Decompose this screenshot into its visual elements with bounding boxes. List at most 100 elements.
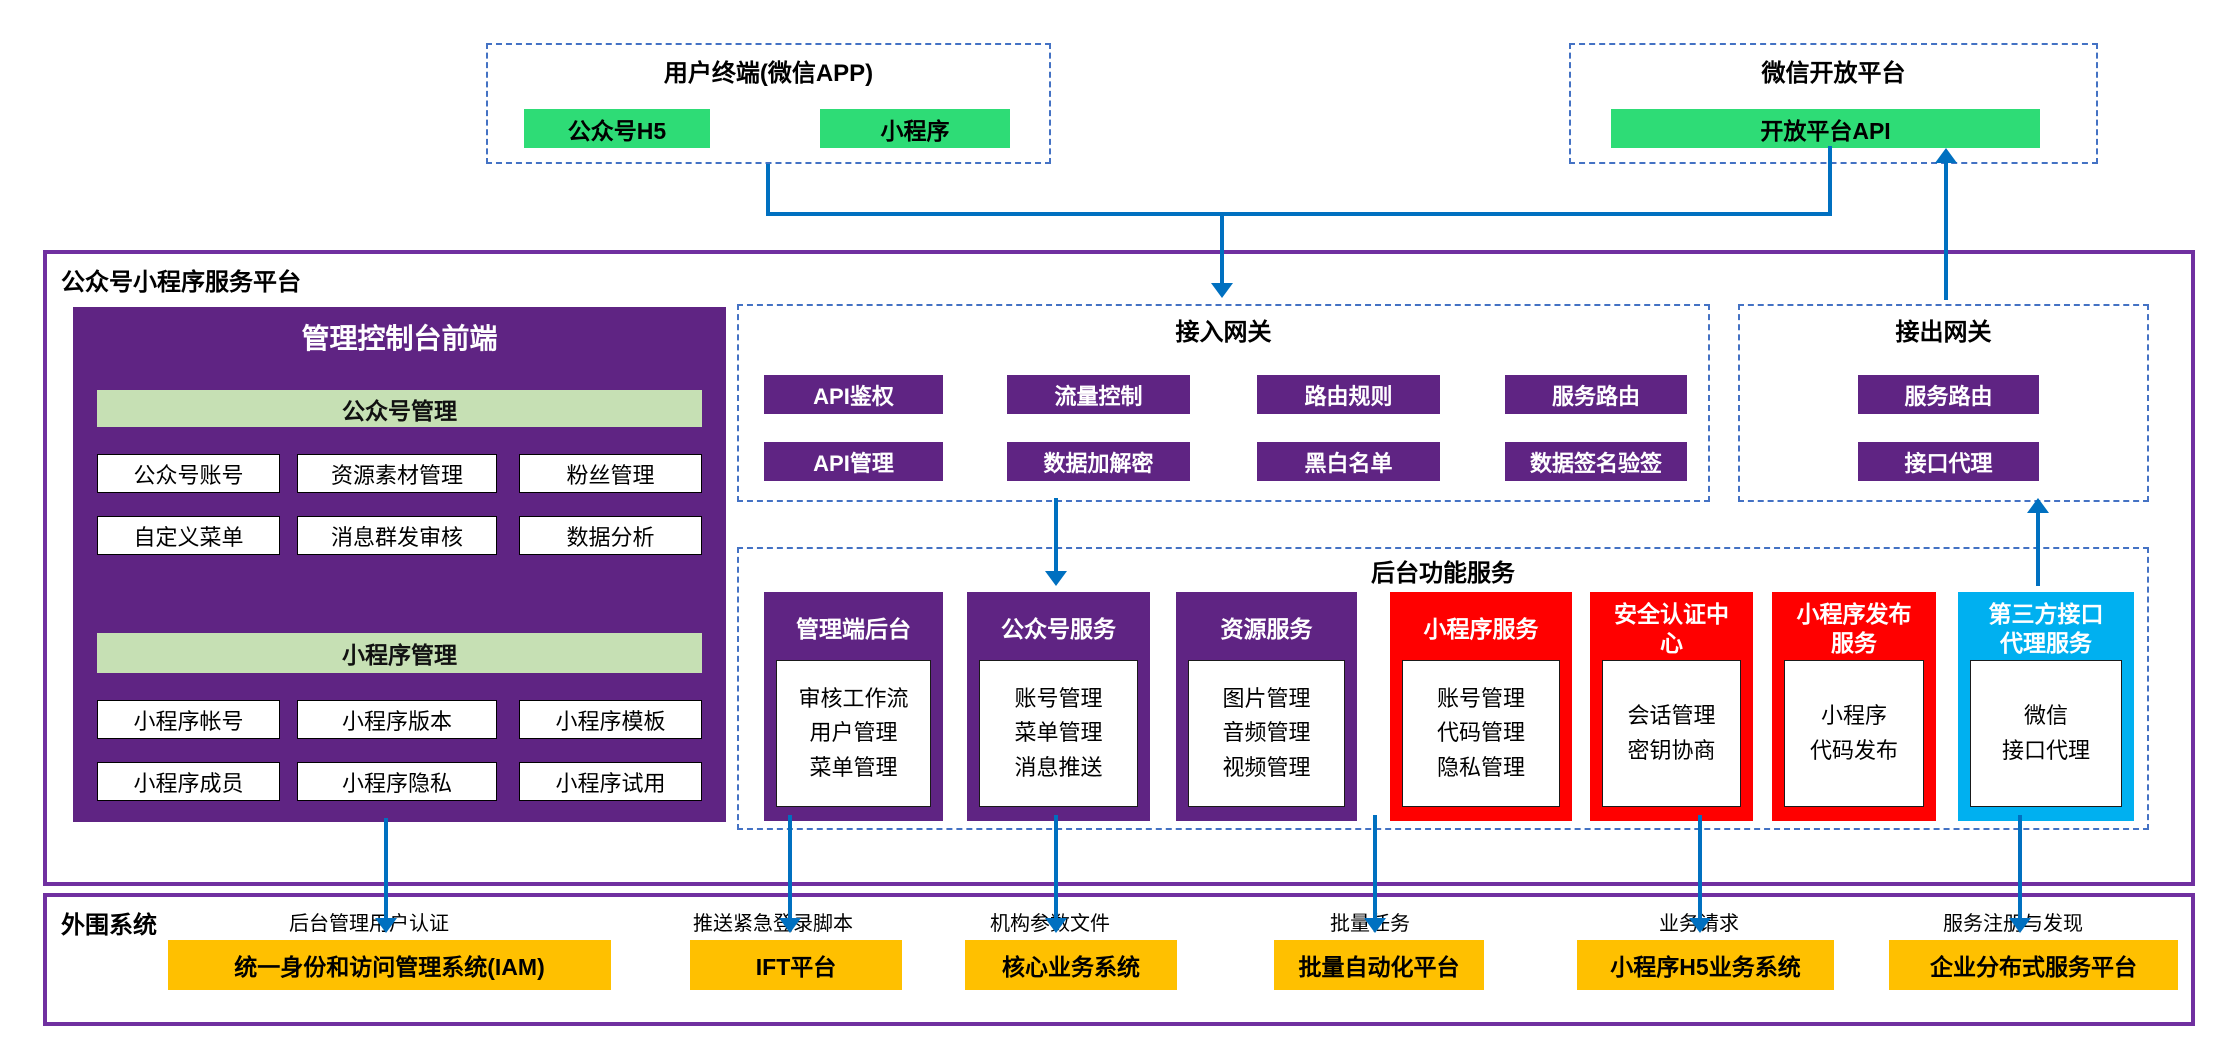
arrow-line <box>1944 162 1948 300</box>
service-column-security-auth: 安全认证中心 会话管理 密钥协商 <box>1590 592 1753 821</box>
service-item: 账号管理 <box>1014 685 1103 711</box>
arrow-line <box>384 818 388 920</box>
service-column-header: 小程序服务 <box>1423 615 1539 642</box>
gateway-item: 数据加解密 <box>1007 442 1190 481</box>
service-item: 代码发布 <box>1809 737 1898 763</box>
service-item: 图片管理 <box>1222 685 1311 711</box>
arrow-line <box>2018 815 2022 920</box>
open-platform-box: 微信开放平台 开放平台API <box>1569 43 2098 164</box>
access-gateway-box: 接入网关 API鉴权 流量控制 路由规则 服务路由 API管理 数据加解密 黑白… <box>737 304 1710 502</box>
external-system-core-business: 核心业务系统 <box>965 940 1177 990</box>
arrow-head <box>1689 918 1711 933</box>
service-column-body: 账号管理 菜单管理 消息推送 <box>979 660 1138 807</box>
arrow-line <box>1698 815 1702 920</box>
console-panel: 管理控制台前端 公众号管理 公众号账号 资源素材管理 粉丝管理 自定义菜单 消息… <box>73 307 726 822</box>
service-column-release: 小程序发布服务 小程序 代码发布 <box>1772 592 1936 821</box>
access-gateway-title: 接入网关 <box>1175 319 1272 346</box>
arrow-line <box>1828 146 1832 216</box>
arrow-line <box>766 164 770 214</box>
service-item: 隐私管理 <box>1436 754 1525 780</box>
console-item: 资源素材管理 <box>297 454 497 493</box>
gateway-item: API鉴权 <box>764 375 943 414</box>
service-item: 会话管理 <box>1627 702 1716 728</box>
service-column-body: 小程序 代码发布 <box>1784 660 1924 807</box>
arrow-head <box>2009 918 2031 933</box>
service-column-mini-program: 小程序服务 账号管理 代码管理 隐私管理 <box>1390 592 1572 821</box>
arrow-line <box>2036 512 2040 586</box>
mini-program-section-header: 小程序管理 <box>97 633 702 673</box>
arrow-line <box>788 815 792 920</box>
service-item: 音频管理 <box>1222 720 1311 746</box>
external-system-h5-business: 小程序H5业务系统 <box>1577 940 1834 990</box>
service-item: 接口代理 <box>2001 737 2090 763</box>
console-item: 粉丝管理 <box>519 454 702 493</box>
arrow-head <box>1211 283 1233 298</box>
gateway-item: 接口代理 <box>1858 442 2039 481</box>
service-column-body: 微信 接口代理 <box>1970 660 2122 807</box>
service-column-body: 会话管理 密钥协商 <box>1602 660 1741 807</box>
peripheral-box: 外围系统 后台管理用户认证 推送紧急登录脚本 机构参数文件 批量任务 业务请求 … <box>43 893 2195 1026</box>
service-column-body: 账号管理 代码管理 隐私管理 <box>1402 660 1560 807</box>
arrow-line <box>1373 815 1377 920</box>
gateway-item: 数据签名验签 <box>1505 442 1687 481</box>
arrow-line <box>1220 212 1224 284</box>
gateway-item: 路由规则 <box>1257 375 1440 414</box>
service-column-header: 资源服务 <box>1220 615 1313 642</box>
console-item: 小程序模板 <box>519 700 702 739</box>
arrow-head <box>1935 148 1957 163</box>
service-item: 微信 <box>2023 702 2068 728</box>
service-item: 密钥协商 <box>1627 737 1716 763</box>
service-item: 视频管理 <box>1222 754 1311 780</box>
arrow-line <box>766 212 1832 216</box>
platform-title: 公众号小程序服务平台 <box>61 269 301 296</box>
console-title: 管理控制台前端 <box>301 323 498 354</box>
backend-services-title: 后台功能服务 <box>1371 560 1515 587</box>
console-item: 小程序隐私 <box>297 762 497 801</box>
arrow-head <box>1364 918 1386 933</box>
official-account-section-header: 公众号管理 <box>97 390 702 427</box>
service-item: 消息推送 <box>1014 754 1103 780</box>
open-platform-title: 微信开放平台 <box>1761 60 1906 87</box>
gateway-item: 黑白名单 <box>1257 442 1440 481</box>
external-system-distributed-service: 企业分布式服务平台 <box>1889 940 2178 990</box>
console-item: 小程序试用 <box>519 762 702 801</box>
peripheral-title: 外围系统 <box>61 912 157 939</box>
gateway-item: 服务路由 <box>1505 375 1687 414</box>
external-system-ift: IFT平台 <box>690 940 902 990</box>
mini-program-node: 小程序 <box>820 109 1010 148</box>
arrow-head <box>779 918 801 933</box>
platform-box: 公众号小程序服务平台 管理控制台前端 公众号管理 公众号账号 资源素材管理 粉丝… <box>43 250 2195 886</box>
service-column-body: 审核工作流 用户管理 菜单管理 <box>776 660 931 807</box>
service-column-header: 第三方接口代理服务 <box>1988 601 2104 656</box>
arrow-line <box>1054 815 1058 920</box>
backend-services-box: 后台功能服务 管理端后台 审核工作流 用户管理 菜单管理 公众号服务 账号管理 … <box>737 547 2149 830</box>
user-terminal-title: 用户终端(微信APP) <box>663 60 874 87</box>
service-item: 账号管理 <box>1436 685 1525 711</box>
connection-label: 推送紧急登录脚本 <box>693 913 853 935</box>
official-account-h5-node: 公众号H5 <box>524 109 710 148</box>
console-item: 消息群发审核 <box>297 516 497 555</box>
console-item: 小程序帐号 <box>97 700 280 739</box>
external-system-iam: 统一身份和访问管理系统(IAM) <box>168 940 611 990</box>
service-item: 菜单管理 <box>1014 720 1103 746</box>
arrow-head <box>375 918 397 933</box>
egress-gateway-title: 接出网关 <box>1895 319 1992 346</box>
connection-label: 后台管理用户认证 <box>289 913 449 935</box>
service-column-body: 图片管理 音频管理 视频管理 <box>1188 660 1345 807</box>
service-column-admin-backend: 管理端后台 审核工作流 用户管理 菜单管理 <box>764 592 943 821</box>
service-column-third-party-proxy: 第三方接口代理服务 微信 接口代理 <box>1958 592 2134 821</box>
arrow-head <box>1045 918 1067 933</box>
console-item: 小程序版本 <box>297 700 497 739</box>
egress-gateway-box: 接出网关 服务路由 接口代理 <box>1738 304 2149 502</box>
gateway-item: API管理 <box>764 442 943 481</box>
service-column-resource: 资源服务 图片管理 音频管理 视频管理 <box>1176 592 1357 821</box>
service-column-header: 管理端后台 <box>796 615 911 642</box>
gateway-item: 服务路由 <box>1858 375 2039 414</box>
service-item: 审核工作流 <box>798 685 909 711</box>
arrow-head <box>1045 571 1067 586</box>
arrow-line <box>1054 498 1058 572</box>
service-item: 代码管理 <box>1436 720 1525 746</box>
open-platform-api-node: 开放平台API <box>1611 109 2040 148</box>
console-item: 小程序成员 <box>97 762 280 801</box>
user-terminal-box: 用户终端(微信APP) 公众号H5 小程序 <box>486 43 1051 164</box>
